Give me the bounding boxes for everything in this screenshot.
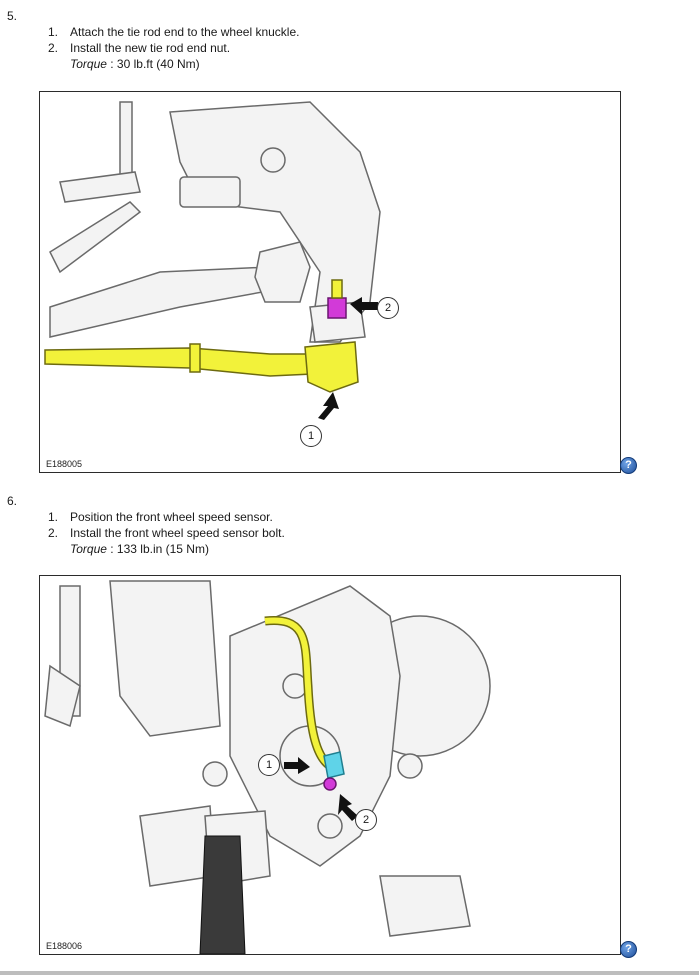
callout-2: 2 [355, 809, 377, 831]
figure-e188005: 2 1 E188005 [39, 91, 621, 473]
step-5-number: 5. [7, 9, 18, 23]
callout-1: 1 [300, 425, 322, 447]
step-5-item-2: 2.Install the new tie rod end nut. [48, 41, 231, 55]
step-5-torque: Torque : 30 lb.ft (40 Nm) [70, 57, 200, 71]
callout-2: 2 [377, 297, 399, 319]
step-6-torque: Torque : 133 lb.in (15 Nm) [70, 542, 209, 556]
help-icon[interactable]: ? [620, 941, 637, 958]
bottom-divider [0, 971, 699, 975]
step-6-number: 6. [7, 494, 18, 508]
figure-id: E188006 [46, 941, 83, 951]
wheel-speed-sensor-illustration [44, 580, 491, 954]
step-5-item-1: 1.Attach the tie rod end to the wheel kn… [48, 25, 300, 39]
tie-rod-illustration [44, 101, 381, 420]
step-6-item-2: 2.Install the front wheel speed sensor b… [48, 526, 285, 540]
figure-id: E188005 [46, 459, 83, 469]
callout-1: 1 [258, 754, 280, 776]
figure-e188006: 1 2 E188006 [39, 575, 621, 955]
step-6-item-1: 1.Position the front wheel speed sensor. [48, 510, 273, 524]
help-icon[interactable]: ? [620, 457, 637, 474]
